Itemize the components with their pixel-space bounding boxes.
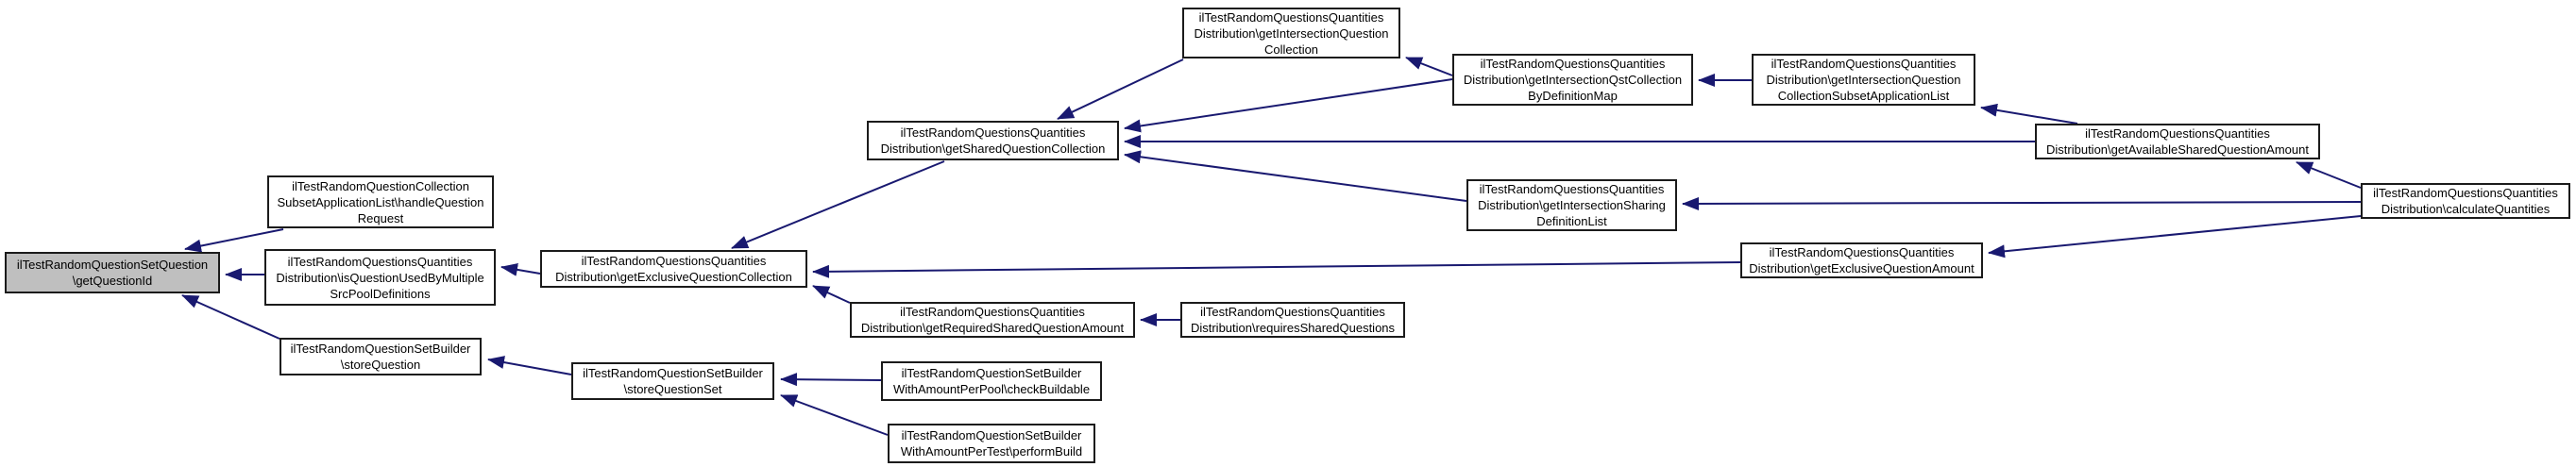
- graph-node-label: ByDefinitionMap: [1528, 89, 1618, 103]
- graph-node-label: Distribution\getIntersectionQstCollectio…: [1463, 73, 1683, 87]
- graph-node-label: Distribution\getRequiredSharedQuestionAm…: [860, 321, 1125, 335]
- edge-performBuild--storeQuestionSet: [780, 394, 889, 436]
- graph-node-label: DefinitionList: [1536, 214, 1607, 228]
- graph-node-label: ilTestRandomQuestionsQuantities: [1479, 182, 1665, 196]
- graph-node-label: Distribution\getIntersectionQuestion: [1194, 25, 1389, 41]
- edge-getExclusiveQuestionCollection--isQuestionUsedByMultipleSrcPoolDefinitions: [500, 262, 541, 276]
- graph-node-getQuestionId: ilTestRandomQuestionSetQuestion \getQuest…: [5, 252, 220, 293]
- graph-node-label: Collection: [1263, 42, 1319, 57]
- graph-node-label: Distribution\getAvailableSharedQuestionA…: [2046, 142, 2309, 157]
- graph-node-label: ilTestRandomQuestionsQuantities: [900, 305, 1085, 319]
- graph-node-label: ilTestRandomQuestionsQuantities: [1198, 9, 1384, 25]
- graph-node-label: \storeQuestion: [340, 358, 421, 372]
- edge-getExclusiveQuestionAmount--getExclusiveQuestionCollection: [812, 261, 1741, 278]
- graph-node-storeQuestion[interactable]: ilTestRandomQuestionSetBuilder \storeQues…: [280, 338, 482, 375]
- graph-node-label: ilTestRandomQuestionsQuantities: [287, 254, 473, 269]
- edge-calculateQuantities--getIntersectionSharingDefinitionList: [1682, 196, 2362, 210]
- graph-node-label: Distribution\getExclusiveQuestionAmount: [1749, 261, 1974, 275]
- edge-handleQuestionRequest--getQuestionId: [184, 228, 284, 253]
- graph-node-label: WithAmountPerPool\checkBuildable: [892, 382, 1091, 396]
- graph-node-label: ilTestRandomQuestionsQuantities: [581, 254, 767, 268]
- edge-getAvailableSharedQuestionAmount--getIntersectionQuestionCollectionSubsetApplicationList: [1980, 103, 2078, 125]
- graph-node-label: \getQuestionId: [72, 274, 153, 288]
- graph-node-label: Distribution\requiresSharedQuestions: [1190, 321, 1396, 335]
- graph-node-label: ilTestRandomQuestionsQuantities: [1200, 305, 1385, 319]
- graph-node-label: ilTestRandomQuestionsQuantities: [900, 125, 1086, 140]
- graph-node-label: Distribution\getSharedQuestionCollection: [880, 142, 1106, 156]
- graph-node-label: ilTestRandomQuestionSetBuilder: [583, 366, 763, 380]
- graph-node-label: CollectionSubsetApplicationList: [1777, 89, 1950, 103]
- edge-getIntersectionQstCollectionByDefinitionMap--getSharedQuestionCollection: [1124, 78, 1453, 133]
- graph-node-label: Request: [357, 210, 404, 225]
- graph-node-label: ilTestRandomQuestionsQuantities: [1769, 245, 1955, 259]
- graph-node-label: ilTestRandomQuestionSetBuilder: [290, 342, 471, 356]
- graph-node-label: WithAmountPerTest\performBuild: [900, 444, 1083, 459]
- edge-storeQuestion--getQuestionId: [181, 294, 280, 340]
- graph-node-label: Distribution\getIntersectionSharing: [1478, 198, 1666, 212]
- graph-node-label: ilTestRandomQuestionsQuantities: [1771, 57, 1957, 71]
- edge-getIntersectionSharingDefinitionList--getSharedQuestionCollection: [1124, 150, 1467, 202]
- graph-node-label: ilTestRandomQuestionSetBuilder: [901, 428, 1082, 442]
- graph-node-label: ilTestRandomQuestionsQuantities: [2373, 186, 2558, 200]
- edge-getIntersectionQstCollectionByDefinitionMap--getIntersectionQuestionCollection: [1405, 57, 1453, 76]
- edge-getIntersectionQuestionCollection--getSharedQuestionCollection: [1057, 58, 1184, 120]
- graph-node-label: ilTestRandomQuestionsQuantities: [2085, 126, 2270, 141]
- graph-node-label: ilTestRandomQuestionCollection: [292, 178, 469, 193]
- graph-node-label: Distribution\getExclusiveQuestionCollect…: [555, 270, 792, 284]
- edge-calculateQuantities--getExclusiveQuestionAmount: [1988, 215, 2362, 259]
- edge-getRequiredSharedQuestionAmount--getExclusiveQuestionCollection: [812, 285, 851, 304]
- edge-checkBuildable--storeQuestionSet: [780, 373, 882, 387]
- edge-getSharedQuestionCollection--getExclusiveQuestionCollection: [731, 160, 945, 249]
- graph-node-label: \storeQuestionSet: [623, 382, 722, 396]
- graph-node-label: Distribution\calculateQuantities: [2381, 202, 2551, 216]
- graph-node-label: SubsetApplicationList\handleQuestion: [277, 194, 484, 209]
- graph-node-label: ilTestRandomQuestionSetBuilder: [901, 366, 1082, 380]
- graph-node-label: ilTestRandomQuestionSetQuestion: [16, 258, 209, 272]
- graph-node-storeQuestionSet[interactable]: ilTestRandomQuestionSetBuilder \storeQues…: [571, 362, 774, 400]
- edge-storeQuestionSet--storeQuestion: [487, 356, 572, 375]
- graph-node-label: ilTestRandomQuestionsQuantities: [1480, 57, 1666, 71]
- graph-node-label: Distribution\isQuestionUsedByMultiple: [276, 270, 484, 285]
- graph-node-label: SrcPoolDefinitions: [330, 286, 431, 301]
- edge-calculateQuantities--getAvailableSharedQuestionAmount: [2296, 161, 2362, 189]
- graph-node-label: Distribution\getIntersectionQuestion: [1766, 73, 1961, 87]
